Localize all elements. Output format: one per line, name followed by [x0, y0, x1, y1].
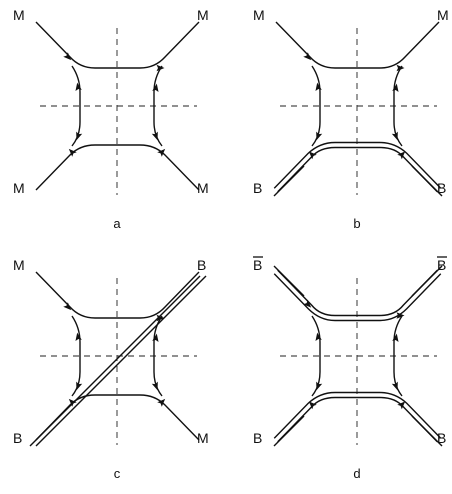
arrowhead	[308, 151, 317, 160]
arrowhead	[76, 131, 83, 141]
panel-caption: a	[113, 216, 121, 231]
baryon-extra-strand-left	[273, 265, 305, 297]
arrowhead	[316, 381, 323, 391]
left-quark-line	[71, 315, 81, 397]
arrowhead	[151, 381, 158, 391]
baryon-extra-strand-right	[411, 265, 443, 297]
corner-label-tl: B	[253, 257, 262, 273]
baryon-extra-strand-right	[411, 415, 443, 447]
top-quark-line	[35, 271, 200, 319]
panel-a: M M M Ma	[13, 7, 209, 231]
top-quark-line-1	[277, 269, 438, 317]
arrowhead	[75, 332, 82, 342]
corner-label-tr: B	[197, 257, 206, 273]
arrowhead	[303, 299, 312, 308]
panel-b: M M B Bb	[253, 7, 449, 231]
arrowhead	[63, 302, 72, 311]
panel-d: B B B Bd	[253, 256, 447, 481]
arrowhead	[316, 131, 323, 141]
bottom-quark-line-1	[277, 146, 438, 193]
arrowhead	[63, 52, 72, 61]
corner-label-tr: M	[197, 7, 209, 23]
arrowhead	[315, 82, 322, 92]
baryon-extra-strand-left	[273, 415, 305, 447]
right-quark-line	[393, 65, 403, 147]
arrowhead	[392, 333, 399, 343]
arrowhead	[75, 82, 82, 92]
corner-label-br: B	[437, 430, 446, 446]
corner-label-tr: B	[437, 257, 446, 273]
arrowhead	[391, 381, 398, 391]
corner-label-bl: B	[253, 180, 262, 196]
bottom-quark-line	[35, 144, 200, 191]
panel-caption: b	[353, 216, 360, 231]
top-quark-line-2	[273, 273, 442, 322]
corner-label-bl: B	[13, 430, 22, 446]
corner-label-tl: M	[13, 257, 25, 273]
arrowhead	[157, 148, 166, 157]
diagonal-quark-line	[29, 275, 201, 447]
left-quark-line	[311, 65, 321, 147]
arrowhead	[396, 312, 405, 319]
arrowhead	[392, 83, 399, 93]
panel-caption: c	[114, 466, 121, 481]
right-quark-line	[393, 315, 403, 397]
corner-label-tl: M	[253, 7, 265, 23]
arrowhead	[76, 381, 83, 391]
panel-c: M B B Mc	[13, 257, 209, 481]
bottom-quark-line-1	[277, 396, 438, 443]
arrowhead	[397, 151, 406, 160]
arrowhead	[303, 52, 312, 61]
corner-label-bl: M	[13, 180, 25, 196]
bottom-quark-line-2	[273, 391, 442, 439]
corner-label-tr: M	[437, 7, 449, 23]
arrowhead	[391, 131, 398, 141]
arrowhead	[152, 333, 159, 343]
arrowhead	[315, 332, 322, 342]
top-quark-line	[275, 21, 440, 69]
arrowhead	[157, 398, 166, 407]
arrowhead	[152, 83, 159, 93]
left-quark-line	[71, 65, 81, 147]
bottom-quark-line	[35, 394, 200, 441]
corner-label-br: M	[197, 430, 209, 446]
arrowhead	[308, 401, 317, 410]
arrowhead	[68, 148, 77, 157]
corner-label-tl: M	[13, 7, 25, 23]
panel-caption: d	[353, 466, 360, 481]
arrowhead	[151, 131, 158, 141]
corner-label-br: B	[437, 180, 446, 196]
baryon-extra-strand-left	[273, 165, 305, 197]
corner-label-bl: B	[253, 430, 262, 446]
left-quark-line	[311, 315, 321, 397]
diagonal-quark-line-2	[35, 275, 207, 447]
top-quark-line	[35, 21, 200, 69]
baryon-extra-strand-right	[411, 165, 443, 197]
arrowhead	[397, 401, 406, 410]
corner-label-br: M	[197, 180, 209, 196]
bottom-quark-line-2	[273, 141, 442, 189]
right-quark-line	[153, 65, 163, 147]
